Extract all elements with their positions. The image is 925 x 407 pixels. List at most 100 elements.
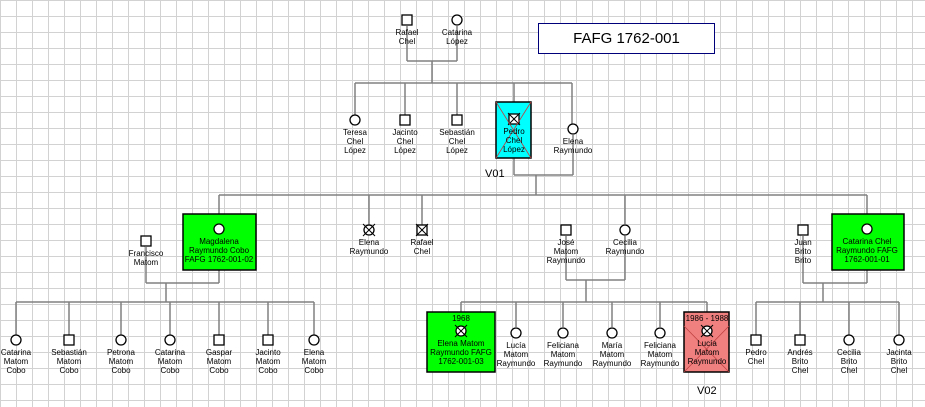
person-name: Andrés Brito Chel <box>787 348 813 375</box>
female-circle-icon <box>557 327 569 339</box>
person-lucia-matom-raymundo[interactable] <box>510 327 522 339</box>
person-elena-raymundo-mid[interactable] <box>362 223 376 237</box>
person-name: Lucía Matom Raymundo <box>496 341 536 368</box>
female-circle-icon <box>164 334 176 346</box>
female-circle-icon <box>843 334 855 346</box>
male-square-icon <box>401 14 413 26</box>
person-rafael-chel-top[interactable] <box>401 14 413 26</box>
person-sebastian-matom-cobo[interactable] <box>63 334 75 346</box>
male-square-icon <box>451 114 463 126</box>
deceased-cross-icon <box>362 223 376 237</box>
female-circle-icon <box>115 334 127 346</box>
person-name: Elena Matom Raymundo FAFG 1762-001-03 <box>430 339 492 366</box>
male-square-icon <box>794 334 806 346</box>
person-feliciana-matom-raymundo[interactable] <box>557 327 569 339</box>
person-name: María Matom Raymundo <box>592 341 632 368</box>
person-name: Elena Raymundo <box>553 137 593 155</box>
person-gaspar-matom-cobo[interactable] <box>213 334 225 346</box>
person-name: Petrona Matom Cobo <box>106 348 136 375</box>
person-name: Sebastián Chel López <box>439 128 475 155</box>
person-rafael-chel-mid[interactable] <box>415 223 429 237</box>
female-circle-icon <box>654 327 666 339</box>
person-name: Catarina Chel Raymundo FAFG 1762-001-01 <box>836 237 898 264</box>
person-juan-brito[interactable] <box>797 224 809 236</box>
person-name: Catarina Matom Cobo <box>0 348 32 375</box>
person-petrona-matom-cobo[interactable] <box>115 334 127 346</box>
male-square-icon <box>262 334 274 346</box>
female-circle-icon <box>619 224 631 236</box>
person-elena-matom-raymundo[interactable] <box>426 311 496 373</box>
deceased-cross-icon <box>700 324 714 338</box>
person-name: Elena Matom Cobo <box>301 348 327 375</box>
male-square-icon <box>750 334 762 346</box>
female-circle-icon <box>893 334 905 346</box>
female-circle-icon <box>606 327 618 339</box>
male-square-icon <box>63 334 75 346</box>
case-title[interactable]: FAFG 1762-001 <box>538 23 715 54</box>
person-box <box>426 311 496 373</box>
person-jose-matom[interactable] <box>560 224 572 236</box>
person-elena-raymundo-top[interactable] <box>567 123 579 135</box>
person-magdalena[interactable] <box>182 213 257 271</box>
box-cross-icon <box>683 325 730 373</box>
female-circle-icon <box>861 223 873 235</box>
person-name: Juan Brito Brito <box>794 238 812 265</box>
person-name: Catarina López <box>441 28 473 46</box>
deceased-cross-icon <box>415 223 429 237</box>
person-sebastian-chel-lopez[interactable] <box>451 114 463 126</box>
person-name: Pedro Chel López <box>503 127 525 154</box>
person-name: Gaspar Matom Cobo <box>205 348 233 375</box>
person-name: Jacinta Brito Chel <box>886 348 912 375</box>
person-maria-matom-raymundo[interactable] <box>606 327 618 339</box>
female-circle-icon <box>451 14 463 26</box>
person-name: Cecilia Raymundo <box>605 238 645 256</box>
person-teresa-chel-lopez[interactable] <box>349 114 361 126</box>
female-circle-icon <box>349 114 361 126</box>
person-jacinto-chel-lopez[interactable] <box>399 114 411 126</box>
box-cross-icon <box>495 101 532 159</box>
person-catarina-matom-cobo-2[interactable] <box>164 334 176 346</box>
person-name: Rafael Chel <box>410 238 434 256</box>
person-name: José Matom Raymundo <box>546 238 586 265</box>
person-lucia-matom-raymundo-2[interactable] <box>683 311 730 373</box>
person-name: Rafael Chel <box>395 28 419 46</box>
person-name: Feliciana Matom Raymundo <box>543 341 583 368</box>
person-box <box>182 213 257 271</box>
person-name: Sebastián Matom Cobo <box>51 348 87 375</box>
person-name: Francisco Matom <box>128 249 164 267</box>
person-catarina-matom-cobo[interactable] <box>10 334 22 346</box>
person-feliciana-matom-raymundo-2[interactable] <box>654 327 666 339</box>
person-year: 1986 - 1988 <box>685 314 729 323</box>
male-square-icon <box>399 114 411 126</box>
person-jacinta-brito-chel[interactable] <box>893 334 905 346</box>
person-name: Teresa Chel López <box>342 128 368 155</box>
person-catarina-chel-raymundo[interactable] <box>831 213 905 271</box>
person-catarina-lopez[interactable] <box>451 14 463 26</box>
person-name: Lucía Matom Raymundo <box>687 339 727 366</box>
female-circle-icon <box>567 123 579 135</box>
person-name: Jacinto Matom Cobo <box>255 348 281 375</box>
male-square-icon <box>140 235 152 247</box>
person-pedro-chel-lopez[interactable] <box>495 101 532 159</box>
deceased-cross-icon <box>454 324 468 338</box>
person-name: Pedro Chel <box>745 348 767 366</box>
person-name: Catarina Matom Cobo <box>154 348 186 375</box>
male-square-icon <box>560 224 572 236</box>
person-pedro-chel[interactable] <box>750 334 762 346</box>
person-andres-brito-chel[interactable] <box>794 334 806 346</box>
v01-label: V01 <box>485 168 505 180</box>
person-elena-matom-cobo[interactable] <box>308 334 320 346</box>
person-francisco-matom[interactable] <box>140 235 152 247</box>
person-cecilia-raymundo[interactable] <box>619 224 631 236</box>
male-square-icon <box>213 334 225 346</box>
person-name: Cecilia Brito Chel <box>836 348 862 375</box>
person-cecilia-brito-chel[interactable] <box>843 334 855 346</box>
deceased-cross-icon <box>507 112 521 126</box>
person-year: 1968 <box>452 314 470 323</box>
person-box <box>831 213 905 271</box>
person-jacinto-matom-cobo[interactable] <box>262 334 274 346</box>
female-circle-icon <box>510 327 522 339</box>
person-name: Elena Raymundo <box>349 238 389 256</box>
